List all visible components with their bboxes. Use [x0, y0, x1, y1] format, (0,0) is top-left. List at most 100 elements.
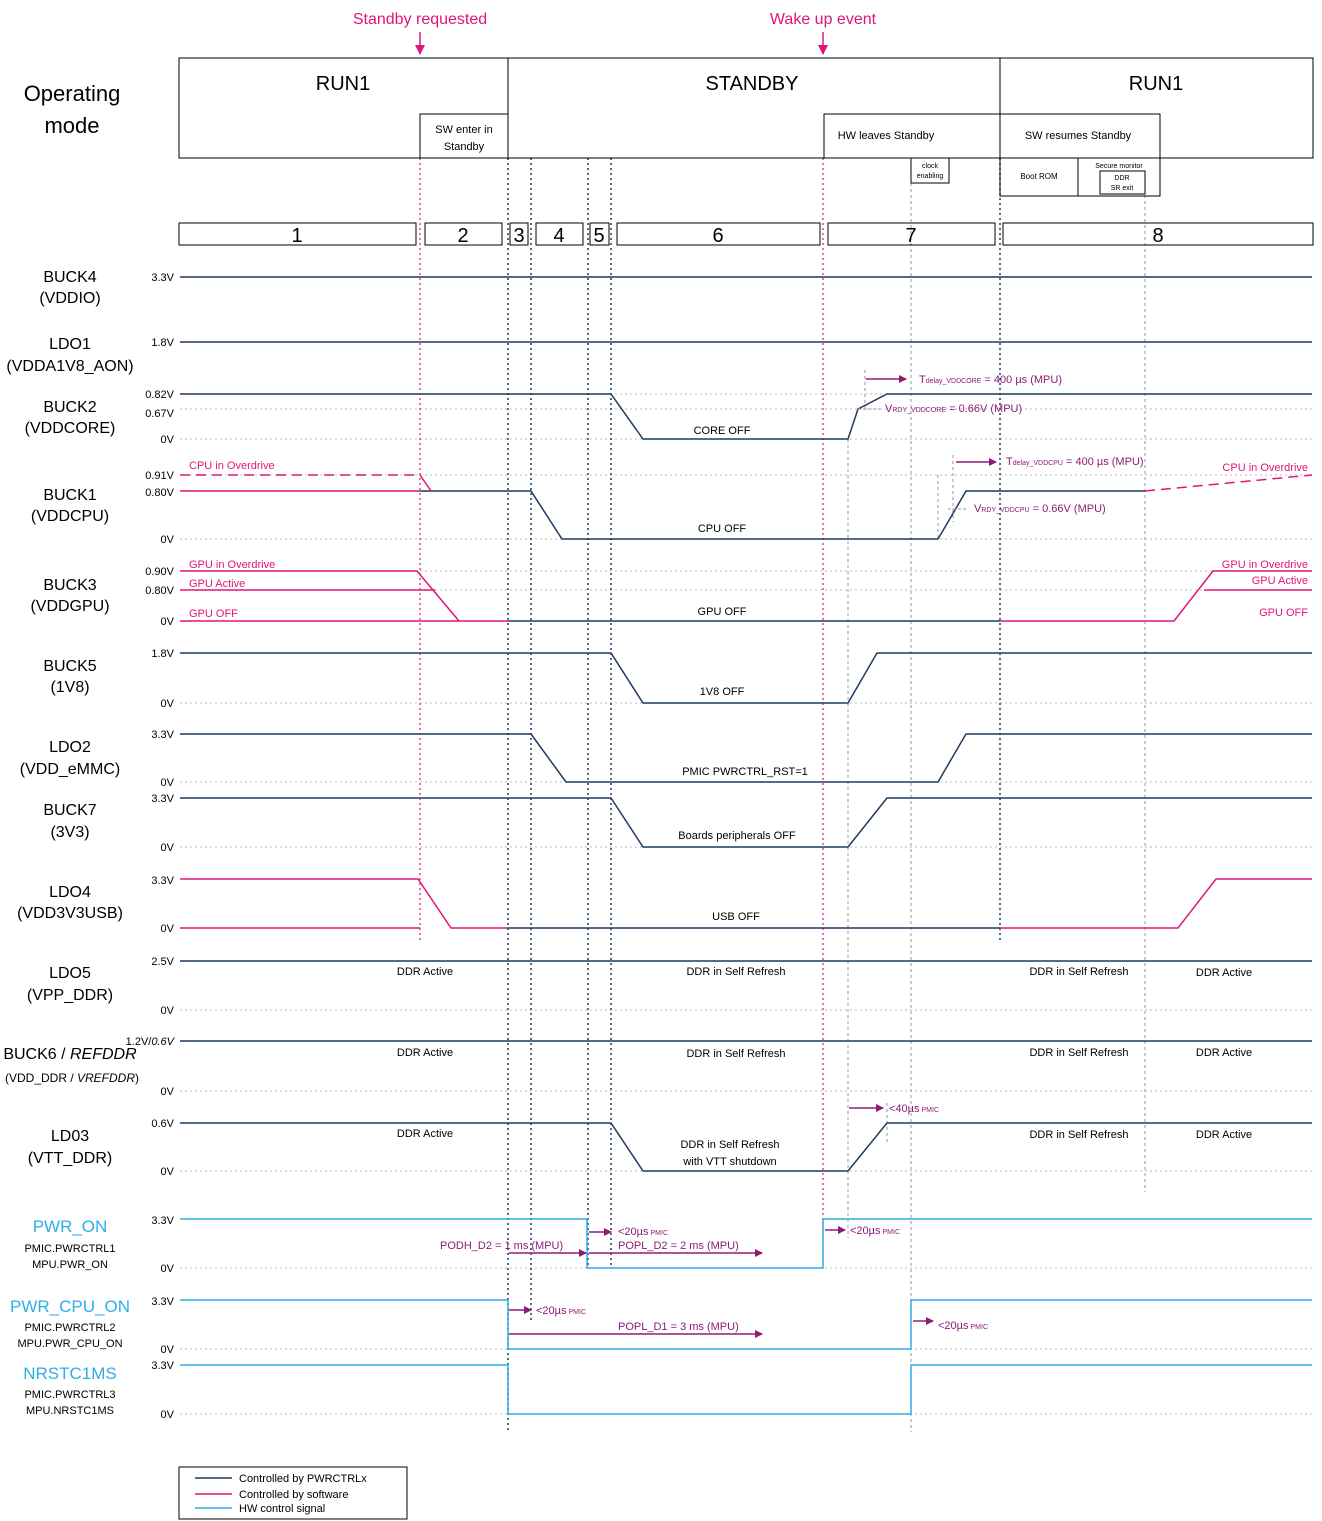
ldo4-name: LDO4: [49, 884, 91, 901]
buck7-sub: (3V3): [50, 824, 89, 841]
ldo5-ddr-sr-1: DDR in Self Refresh: [686, 966, 785, 978]
phase-4: 4: [553, 225, 564, 247]
buck3-v-low: 0V: [161, 616, 175, 628]
sw-enter-standby: SW enter in: [435, 124, 492, 136]
buck6-ddr-active-1: DDR Active: [397, 1047, 453, 1059]
signal-names: BUCK4 (VDDIO) LDO1 (VDDA1V8_AON) BUCK2 (…: [3, 269, 139, 1417]
ldo3-sr-vtt-1: DDR in Self Refresh: [680, 1139, 779, 1151]
buck2-v-low: 0V: [161, 434, 175, 446]
mode-standby: STANDBY: [706, 73, 799, 95]
ldo3-ddr-active-1: DDR Active: [397, 1128, 453, 1140]
buck2-v-high: 0.82V: [145, 389, 174, 401]
ldo5-sub: (VPP_DDR): [27, 987, 113, 1004]
vrdy-vddcore: VRDY_VDDCORE = 0.66V (MPU): [885, 403, 1022, 415]
cpu-overdrive-right: CPU in Overdrive: [1222, 462, 1308, 474]
nrstc1ms-sub2: MPU.NRSTC1MS: [26, 1405, 114, 1417]
buck2-trace: [180, 393, 1312, 440]
buck1-v-over: 0.91V: [145, 470, 174, 482]
buck7-trace: [180, 797, 1312, 848]
ldo5-ddr-sr-2: DDR in Self Refresh: [1029, 966, 1128, 978]
buck1-v-low: 0V: [161, 534, 175, 546]
ldo2-v-high: 3.3V: [151, 729, 174, 741]
sw-resumes-standby: SW resumes Standby: [1025, 130, 1132, 142]
pwr-on-name: PWR_ON: [33, 1217, 108, 1236]
ldo3-sr-vtt-2: with VTT shutdown: [682, 1156, 776, 1168]
buck2-sub: (VDDCORE): [25, 420, 116, 437]
sw-enter-standby-2: Standby: [444, 141, 485, 153]
pwr-on-trace: [180, 1218, 1312, 1269]
mode-run1-left: RUN1: [316, 73, 370, 95]
buck6-ddr-sr-2: DDR in Self Refresh: [1029, 1047, 1128, 1059]
mode-run1-right: RUN1: [1129, 73, 1183, 95]
core-off-label: CORE OFF: [694, 425, 751, 437]
tdelay-vddcore: Tdelay_VDDCORE = 400 µs (MPU): [919, 374, 1062, 386]
buck5-name: BUCK5: [43, 658, 96, 675]
cpu-overdrive-left: CPU in Overdrive: [189, 460, 275, 472]
ldo5-ddr-active-1: DDR Active: [397, 966, 453, 978]
trace-annotations: CORE OFF CPU OFF GPU OFF 1V8 OFF PMIC PW…: [397, 425, 1252, 1168]
vrdy-vddcpu: VRDY_VDDCPU = 0.66V (MPU): [974, 503, 1106, 515]
pwr-cpu-on-v-high: 3.3V: [151, 1296, 174, 1308]
buck3-trace-right: [1000, 570, 1312, 622]
gpu-off-center-label: GPU OFF: [698, 606, 747, 618]
clock-enabling-2: enabling: [917, 173, 944, 180]
phase-3: 3: [513, 225, 524, 247]
pwr-cpu-on-v-low: 0V: [161, 1344, 175, 1356]
nrstc1ms-v-low: 0V: [161, 1409, 175, 1421]
ldo3-ddr-active-2: DDR Active: [1196, 1129, 1252, 1141]
wakeup-event-label: Wake up event: [770, 11, 877, 28]
buck7-v-low: 0V: [161, 842, 175, 854]
buck3-sub: (VDDGPU): [30, 598, 109, 615]
buck4-name: BUCK4: [43, 269, 96, 286]
buck6-ddr-sr-1: DDR in Self Refresh: [686, 1048, 785, 1060]
ldo1-v: 1.8V: [151, 337, 174, 349]
operating-mode: Operating mode RUN1 STANDBY RUN1 SW ente…: [24, 57, 1314, 197]
voltage-labels: 3.3V 1.8V 0.82V 0.67V 0V 0.91V 0.80V 0V …: [126, 272, 176, 1421]
pwr-on-sub1: PMIC.PWRCTRL1: [24, 1243, 115, 1255]
pwr-on-sub2: MPU.PWR_ON: [32, 1259, 108, 1271]
gpu-off-left: GPU OFF: [189, 608, 238, 620]
ddr-sr-exit-2: SR exit: [1111, 185, 1134, 192]
legend: Controlled by PWRCTRLx Controlled by sof…: [178, 1466, 408, 1520]
ldo3-sub: (VTT_DDR): [28, 1150, 112, 1167]
ldo1-sub: (VDDA1V8_AON): [6, 358, 133, 375]
ldo5-ddr-active-2: DDR Active: [1196, 967, 1252, 979]
1v8-off-label: 1V8 OFF: [700, 686, 745, 698]
buck3-v-over: 0.90V: [145, 566, 174, 578]
phase-bar: 1 2 3 4 5 6 7 8: [178, 222, 1314, 247]
ddr-sr-exit: DDR: [1114, 175, 1129, 182]
tdelay-vddcpu: Tdelay_VDDCPU = 400 µs (MPU): [1006, 456, 1144, 468]
ldo5-v-high: 2.5V: [151, 956, 174, 968]
ldo4-trace-right: [1000, 878, 1312, 929]
pwr-cpu-on-sub2: MPU.PWR_CPU_ON: [17, 1338, 122, 1350]
legend-hw: HW control signal: [239, 1503, 325, 1515]
buck5-v-high: 1.8V: [151, 648, 174, 660]
nrstc1ms-name: NRSTC1MS: [23, 1364, 117, 1383]
ldo4-sub: (VDD3V3USB): [17, 905, 123, 922]
ldo4-v-low: 0V: [161, 923, 175, 935]
nrstc1ms-trace: [180, 1364, 1312, 1415]
popl-d2: POPL_D2 = 2 ms (MPU): [618, 1240, 739, 1252]
buck2-v-mid: 0.67V: [145, 408, 174, 420]
buck4-sub: (VDDIO): [39, 290, 100, 307]
phase-2: 2: [457, 225, 468, 247]
buck1-trace: [420, 490, 1145, 540]
software-annotations: CPU in Overdrive CPU in Overdrive GPU in…: [189, 460, 1308, 620]
boot-rom: Boot ROM: [1020, 172, 1058, 181]
ldo3-trace: [180, 1122, 1312, 1172]
ldo2-sub: (VDD_eMMC): [20, 761, 120, 778]
buck1-v-high: 0.80V: [145, 487, 174, 499]
ldo2-trace: [180, 733, 1312, 783]
operating-mode-label: Operating: [24, 81, 121, 106]
buck6-name: BUCK6 / REFDDR: [3, 1046, 137, 1063]
pwr-on-v-high: 3.3V: [151, 1215, 174, 1227]
usb-off-label: USB OFF: [712, 911, 760, 923]
buck3-trace-left: [180, 570, 460, 622]
legend-software: Controlled by software: [239, 1489, 348, 1501]
ldo3-v-high: 0.6V: [151, 1118, 174, 1130]
